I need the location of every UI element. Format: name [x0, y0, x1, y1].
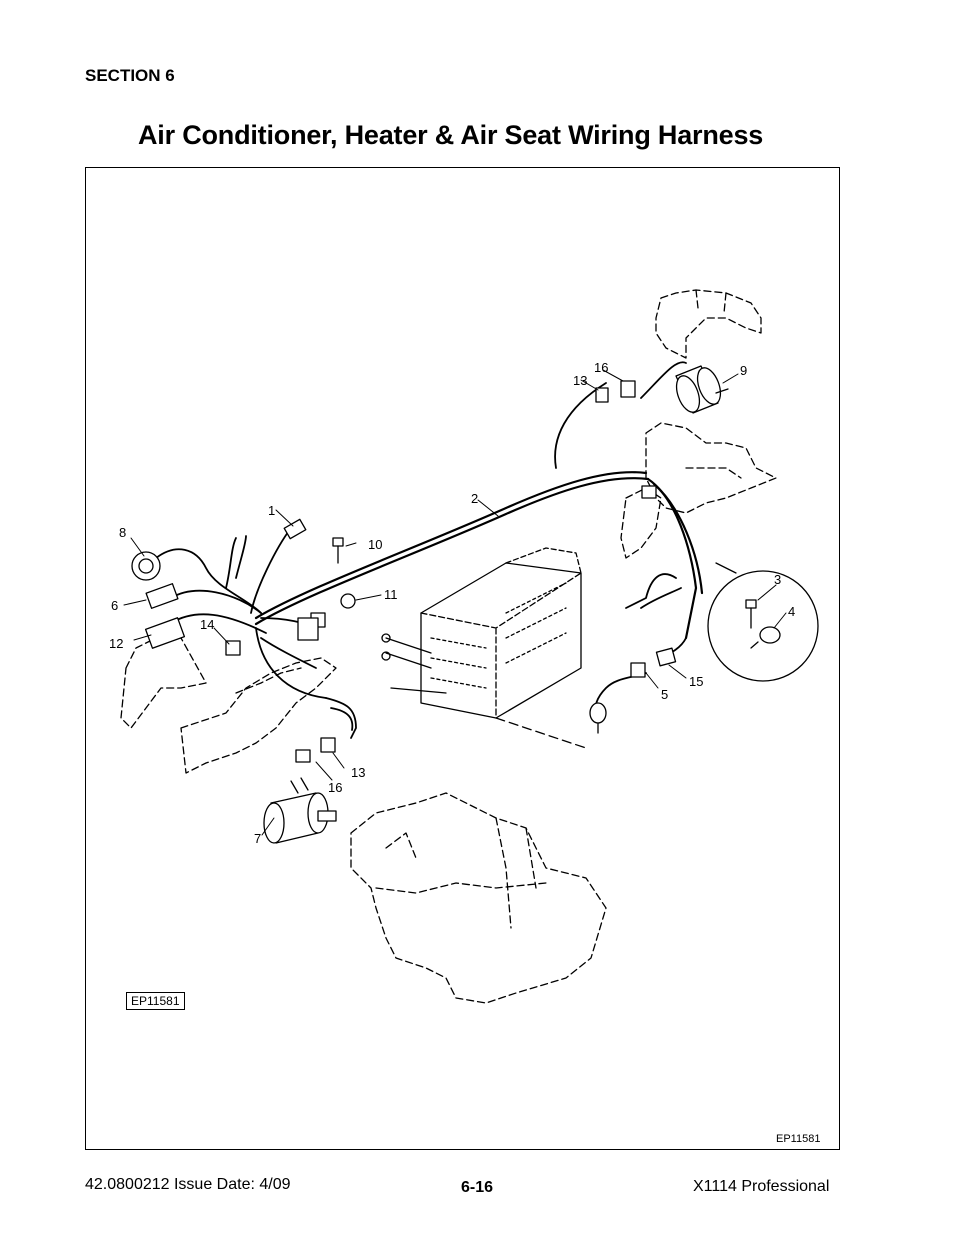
callout-2: 2	[471, 491, 479, 506]
callout-6: 6	[111, 598, 119, 613]
detail-circle	[707, 562, 819, 682]
figure-id-box: EP11581	[126, 992, 185, 1010]
evaporator-core	[381, 547, 587, 749]
leader-lines	[123, 369, 787, 836]
callout-1: 1	[268, 503, 276, 518]
harness-to-motor-9	[554, 361, 687, 469]
callout-16-lower: 16	[328, 780, 343, 795]
callout-11: 11	[384, 587, 398, 602]
callout-9: 9	[740, 363, 748, 378]
left-harness-branches	[155, 527, 357, 739]
bolt-10	[332, 537, 344, 564]
callout-7: 7	[254, 831, 262, 846]
callout-13-lower: 13	[351, 765, 366, 780]
callout-8: 8	[119, 525, 127, 540]
clip-11	[340, 593, 356, 609]
callout-13-upper: 13	[573, 373, 588, 388]
footer-model: X1114 Professional	[693, 1178, 830, 1195]
sensor	[589, 702, 607, 734]
callout-4: 4	[788, 604, 796, 619]
section-label: SECTION 6	[85, 66, 175, 85]
callout-5: 5	[661, 687, 669, 702]
page-title: Air Conditioner, Heater & Air Seat Wirin…	[138, 120, 764, 150]
figure-frame: 1 2 3 4 5 6 7 8 9 10 11 12 13 13 14 15 1…	[85, 167, 840, 1150]
callout-15: 15	[689, 674, 704, 689]
footer-doc-number: 42.0800212 Issue Date: 4/09	[85, 1176, 291, 1193]
motor-7	[263, 777, 337, 844]
upper-housing	[655, 289, 762, 359]
switch-8	[131, 551, 161, 581]
callout-10: 10	[368, 537, 383, 552]
wiring-harness-diagram	[120, 289, 819, 1004]
callout-16-upper: 16	[594, 360, 609, 375]
harness-to-connectors	[594, 573, 687, 714]
callout-3: 3	[774, 572, 782, 587]
motor-9	[675, 365, 729, 414]
lower-tub-housing	[350, 792, 607, 1004]
callout-12: 12	[109, 636, 124, 651]
figure-id-corner: EP11581	[776, 1133, 821, 1145]
connectors	[144, 380, 677, 763]
callout-14: 14	[200, 617, 215, 632]
main-harness	[254, 471, 704, 640]
footer-page-number: 6-16	[461, 1179, 494, 1196]
